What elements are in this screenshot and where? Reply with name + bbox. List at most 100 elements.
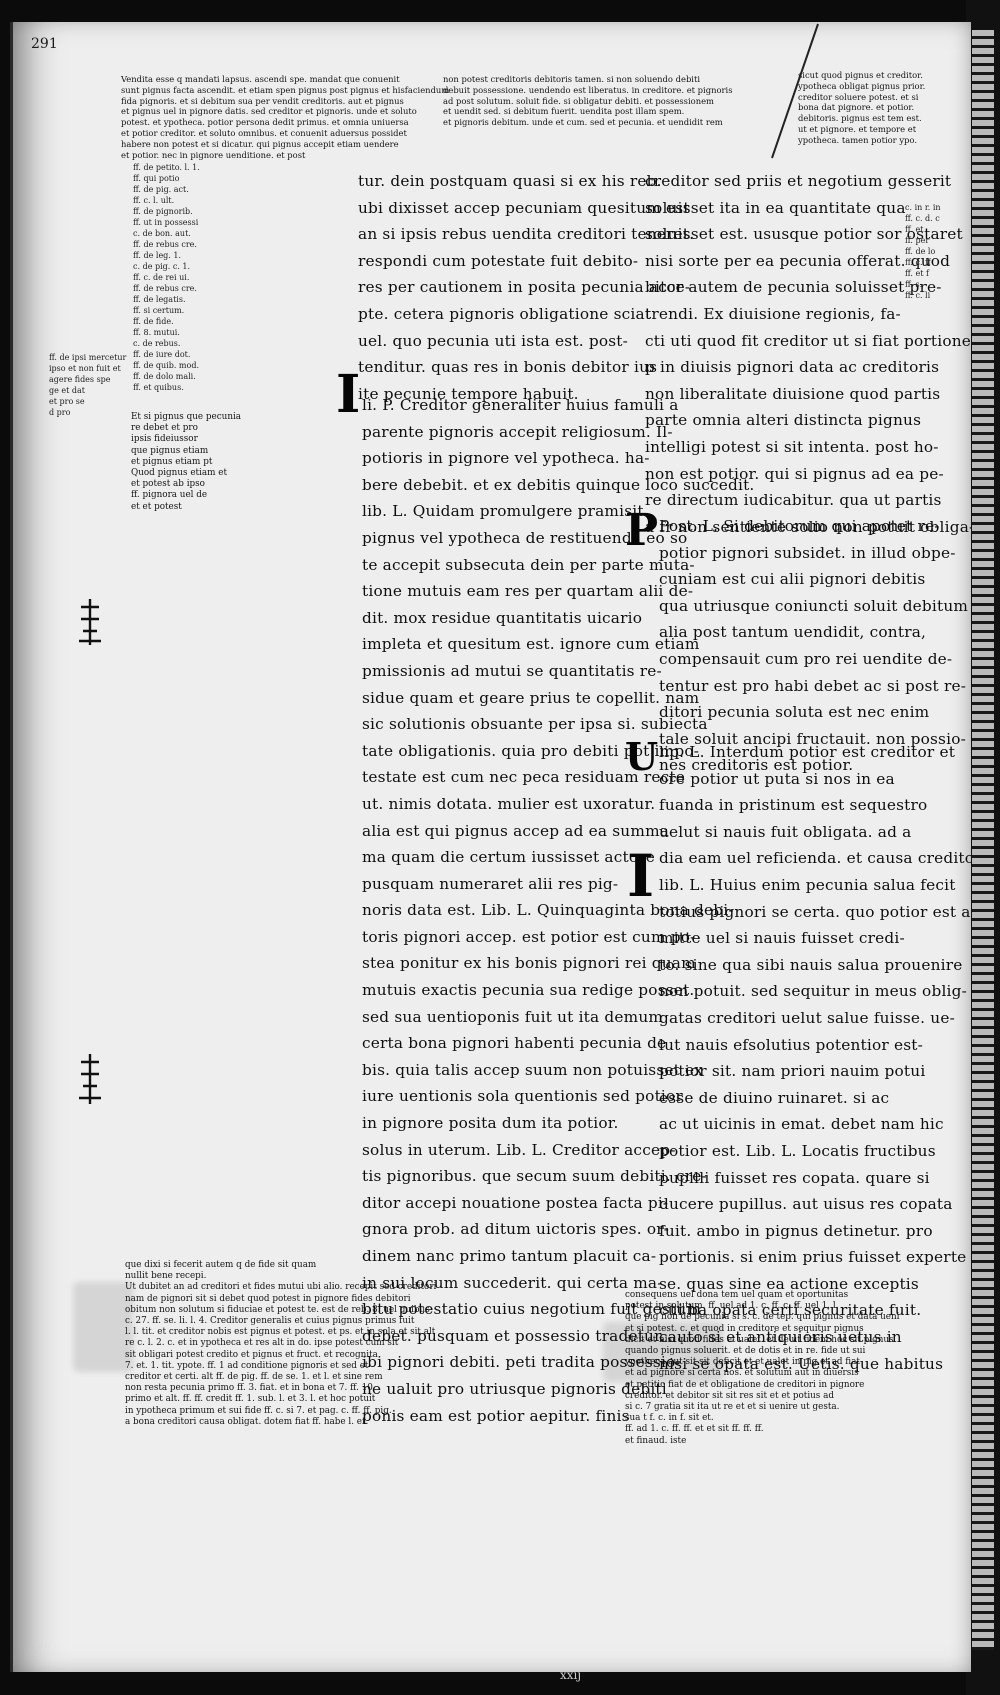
text-line: ibi pignori debiti. peti tradita possess… (362, 1353, 681, 1372)
text-line: bere debebit. et ex debitis quinque loco… (362, 475, 755, 494)
stain (73, 1282, 133, 1372)
text-line: ma quam die certum iussisset actore (362, 848, 656, 867)
text-line: potior est. Lib. L. Locatis fructibus (659, 1141, 936, 1160)
text-line: mitte uel si nauis fuisset credi- (659, 929, 905, 948)
text-line: testate est cum nec peca residuam recte (362, 768, 685, 787)
text-line: fuit. ambo in pignus detinetur. pro (659, 1221, 933, 1240)
gloss-line: et potior. nec in pignore uenditione. et… (121, 149, 306, 160)
text-line: esse de diuino ruinaret. si ac (659, 1088, 890, 1107)
gloss-line: potest in solutum. ff. uel ad 1. c. ff. … (625, 1301, 839, 1312)
adjacent-page-edge (966, 0, 1000, 1695)
folio-number: 291 (31, 36, 58, 52)
margin-note: ff. c. ff (905, 258, 931, 267)
bottom-mark: xxij (560, 1668, 582, 1682)
initial-letter: I (627, 842, 655, 910)
gloss-line: non resta pecunia primo ff. 3. fiat. et … (125, 1383, 373, 1394)
gloss-line: non potest creditoris debitoris tamen. s… (443, 74, 701, 84)
gloss-line: ff. ad 1. c. ff. ff. et et sit ff. ff. f… (625, 1424, 764, 1435)
margin-note: ff. si certum. (133, 306, 185, 315)
text-line: potior pignori subsidet. in illud obpe- (659, 543, 956, 562)
text-line: soluisset ita in ea quantitate qua (645, 198, 906, 217)
gloss-line: que pignus etiam (131, 445, 209, 456)
gloss-line: primo et alt. ff. ff. credit ff. 1. sub.… (125, 1394, 376, 1405)
text-line: se. quas sine ea actione exceptis (659, 1274, 919, 1293)
gloss-line: et pignoris debitum. unde et cum. sed et… (443, 117, 723, 128)
gloss-line: potest. et ypotheca. potior persona dedi… (121, 117, 409, 128)
text-line: in pignore posita dum ita potior. (362, 1114, 619, 1133)
text-line: p in diuisis pignori data ac creditoris (645, 358, 940, 377)
gloss-line: creditor. et debitor sit sit res sit et … (625, 1390, 834, 1401)
gloss-line: a bona creditori causa obligat. dotem fi… (125, 1416, 369, 1427)
margin-note: ff. de lo (905, 247, 936, 256)
text-line: cauto si et antiquioris uetus in (659, 1328, 902, 1347)
gloss-line: que dixi si fecerit autem q de fide sit … (125, 1260, 317, 1270)
initial-letter: U (625, 734, 659, 779)
gloss-line: consequens uel dona tem uel quam et opor… (625, 1290, 849, 1300)
text-line: non est potior. qui si pignus ad ea pe- (645, 464, 944, 483)
text-line: soluisset est. ususque potior sor ostare… (645, 225, 963, 244)
gloss-line: 7. et. 1. tit. ypote. ff. 1 ad condition… (125, 1360, 369, 1371)
margin-note: ff. de leg. 1. (133, 251, 182, 260)
stain (603, 1322, 723, 1382)
gloss-line: Ut dubitet an ad creditori et fides mutu… (125, 1282, 437, 1293)
gloss-line: et pignus etiam pt (131, 456, 213, 467)
text-line: iure uentionis sola quentionis sed potio… (362, 1087, 683, 1106)
text-line: in sui locum succederit. qui certa ma- (362, 1273, 663, 1292)
text-line: gatas creditori uelut salue fuisse. ue- (659, 1008, 955, 1027)
margin-note: et pro se (49, 397, 85, 406)
gloss-line: et et potest (131, 501, 182, 512)
text-line: parente pignoris accepit religiosum. Il- (362, 422, 673, 441)
gloss-line: sicut quod pignus et creditor. (798, 70, 923, 80)
gloss-line: quando pignus soluerit. et de dotis et i… (625, 1346, 866, 1357)
text-line: parte omnia alteri distincta pignus (645, 411, 922, 430)
text-line: cui ba opata certi securitate fuit. (659, 1301, 922, 1320)
margin-note: ff. de fide. (133, 317, 174, 326)
main-column-a: li. P. Creditor generaliter huius famuli… (362, 392, 754, 1429)
text-line: an si ipsis rebus uendita creditori tene… (358, 225, 695, 244)
text-line: ditor accepi nouatione postea facta pi- (362, 1193, 669, 1212)
manuscript-page: 291 Vendita esse q mandati lapsus. ascen… (10, 22, 971, 1672)
margin-note: ge et dat (49, 386, 85, 395)
text-line: uel. quo pecunia uti ista est. post- (358, 331, 628, 350)
text-line: uelut si nauis fuit obligata. ad a (659, 822, 912, 841)
gloss-line: et ad pignore si certa nos. et solutum a… (625, 1368, 859, 1379)
gloss-line: et si potest. c. et quod in creditore et… (625, 1323, 864, 1334)
margin-note: ff. de rebus cre. (133, 284, 197, 293)
initial-letter: P (625, 505, 659, 556)
text-line: ore potior ut puta si nos in ea (659, 769, 895, 788)
text-line: cti uti quod fit creditor ut si fiat por… (645, 331, 971, 350)
text-line: debet. pusquam et possessio tradetur. (362, 1326, 665, 1345)
gloss-line: sunt pignus facta ascendit. et etiam spe… (121, 84, 450, 95)
gloss-line: dicit et nisi quod fides et ualet. et de… (625, 1334, 894, 1345)
text-line: intelligi potest si sit intenta. post ho… (645, 437, 939, 456)
gloss-line: ipsis fideiussor (131, 434, 198, 445)
text-line: pignus vel ypotheca de restituenda eo so (362, 528, 688, 547)
margin-note: ff. de rebus cre. (133, 240, 197, 249)
gloss-line: fida pignoris. et si debitum sua per ven… (121, 95, 404, 106)
text-line: pmissionis ad mutui se quantitatis re- (362, 661, 662, 680)
gloss-line: ypotheca obligat pignus prior. (798, 80, 926, 91)
gloss-line: Et si pignus que pecunia (131, 412, 242, 422)
text-line: re directum iudicabitur. qua ut partis (645, 491, 942, 510)
gloss-line: c. 27. ff. se. li. l. 4. Creditor genera… (125, 1316, 415, 1327)
top-gloss-right: non potest creditoris debitoris tamen. s… (443, 74, 733, 128)
text-line: stea ponitur ex his bonis pignori rei qu… (362, 954, 696, 973)
paragraph-mark-icon (79, 1054, 101, 1104)
text-line: dinem nanc primo tantum placuit ca- (362, 1247, 657, 1265)
margin-note: c. in r. in (905, 203, 941, 212)
text-line: li. P. Creditor generaliter huius famuli… (362, 396, 679, 414)
gloss-line: ff. pignora uel de (131, 490, 208, 501)
initial-letter: I (336, 364, 361, 425)
text-line: tis pignoribus. que secum suum debiti. c… (362, 1167, 707, 1186)
text-line: tione mutuis eam res per quartam alii de… (362, 582, 694, 601)
text-line: te accepit subsecuta dein per parte muta… (362, 555, 695, 574)
margin-note: c. de rebus. (133, 339, 181, 348)
text-line: nisi se opata est. Uetis. que habitus (659, 1354, 944, 1373)
text-line: solus in uterum. Lib. L. Creditor accep- (362, 1140, 676, 1159)
text-line: gnora prob. ad ditum uictoris spes. or- (362, 1220, 670, 1239)
text-line: potior sit. nam priori nauim potui (659, 1062, 926, 1081)
text-line: lip. L. Interdum potior est creditor et (659, 743, 956, 761)
margin-note: ff. c. d. c (905, 214, 940, 223)
